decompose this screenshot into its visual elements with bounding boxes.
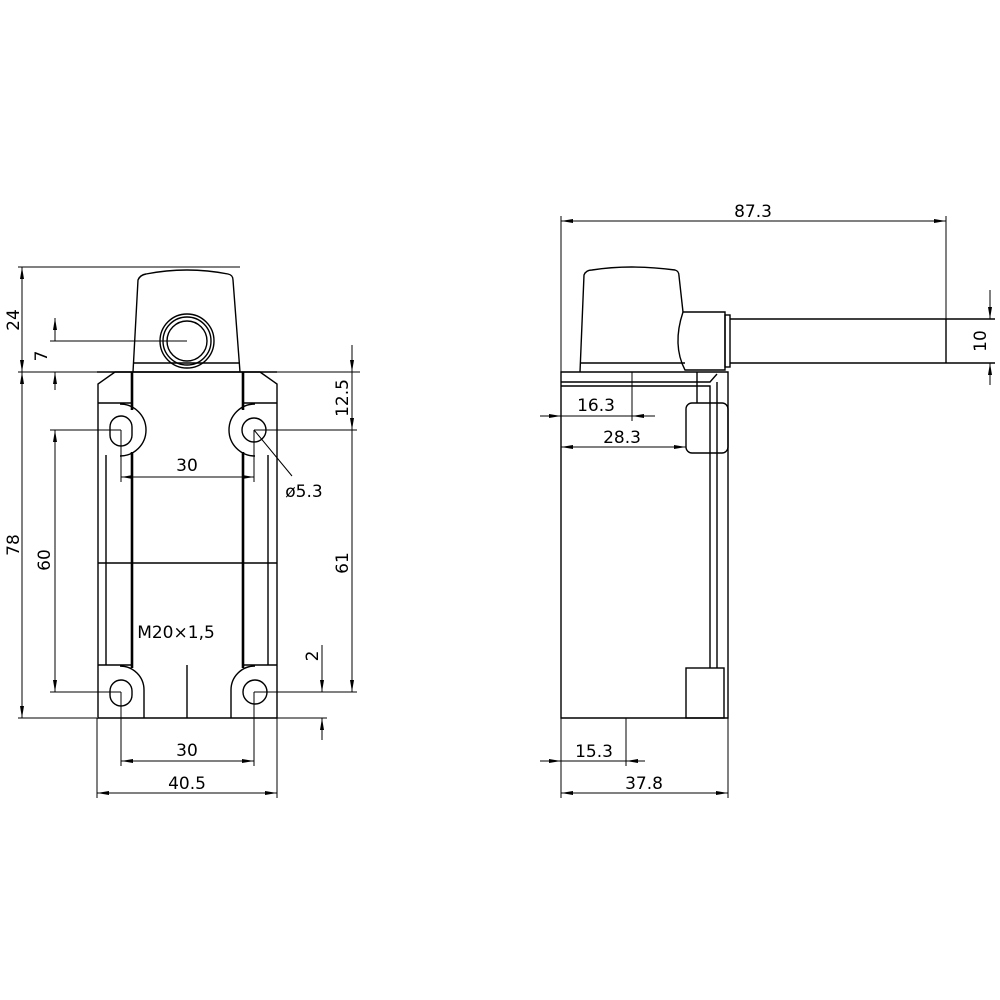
dim-head-offset: 16.3 [577,396,615,416]
dimension-lines [540,216,992,798]
dim-hole-diameter: ø5.3 [285,482,322,502]
dim-vertical-spacing-right: 61 [333,552,353,574]
head-outline [579,266,684,373]
body-outline [560,371,729,719]
dim-head-height: 24 [4,309,24,331]
dim-depth: 37.8 [625,774,663,794]
dim-hole-spacing-bottom: 30 [176,741,198,761]
dim-top-to-hole: 12.5 [333,379,353,417]
dim-width: 40.5 [168,774,206,794]
dimension-lines [18,266,360,798]
base-block [685,667,725,719]
dim-button-offset: 28.3 [603,428,641,448]
dim-rod-diameter: 10 [971,330,991,352]
head-outline [132,269,241,373]
dim-total-length: 87.3 [734,202,772,222]
dim-vertical-spacing-left: 60 [35,549,55,571]
thread-label: M20×1,5 [137,623,215,643]
dim-hole-spacing-top: 30 [176,456,198,476]
actuator-housing [677,311,726,371]
dim-total-height: 78 [4,534,24,556]
dim-bottom-offset: 15.3 [575,742,613,762]
dim-bottom-offset: 2 [303,651,323,662]
front-view: 24 7 78 60 12.5 61 2 30 ø5.3 M20×1,5 30 … [4,266,360,798]
dim-hole-offset: 7 [32,351,52,362]
side-view: 87.3 10 16.3 28.3 15.3 37.8 [540,202,995,798]
button [685,402,729,454]
